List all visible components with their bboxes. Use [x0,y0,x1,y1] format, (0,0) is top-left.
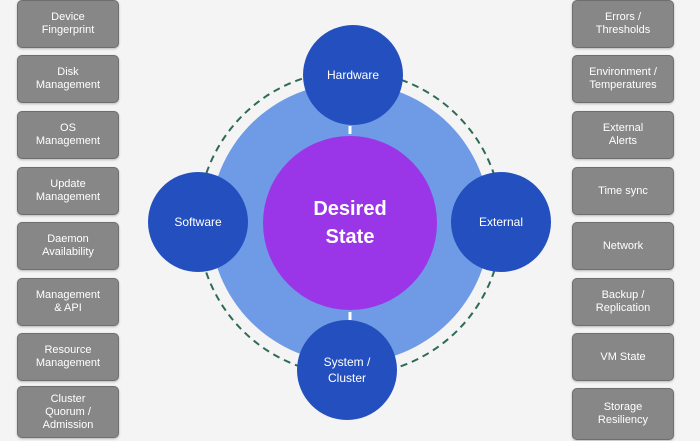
node-hardware: Hardware [303,25,403,125]
box-external-alerts: External Alerts [572,111,674,159]
box-errors-thresholds: Errors / Thresholds [572,0,674,48]
node-system-cluster-line2: Cluster [328,371,366,385]
desired-state-circle [263,136,437,310]
box-environment-temperatures: Environment / Temperatures [572,55,674,103]
box-update-management: Update Management [17,167,119,215]
box-cluster-quorum-admission: Cluster Quorum / Admission [17,386,119,438]
box-resource-management: Resource Management [17,333,119,381]
desired-state-line1: Desired [313,198,386,220]
box-vm-state: VM State [572,333,674,381]
box-management-api: Management & API [17,278,119,326]
node-software-label: Software [174,215,222,229]
node-software: Software [148,172,248,272]
box-network: Network [572,222,674,270]
box-device-fingerprint: Device Fingerprint [17,0,119,48]
box-storage-resiliency: Storage Resiliency [572,388,674,440]
box-os-management: OS Management [17,111,119,159]
box-daemon-availability: Daemon Availability [17,222,119,270]
box-time-sync: Time sync [572,167,674,215]
box-backup-replication: Backup / Replication [572,278,674,326]
desired-state-line2: State [326,226,375,248]
box-disk-management: Disk Management [17,55,119,103]
node-external: External [451,172,551,272]
node-system-cluster-line1: System / [324,355,371,369]
node-external-label: External [479,215,523,229]
node-hardware-label: Hardware [327,68,379,82]
node-system-cluster: System / Cluster [297,320,397,420]
